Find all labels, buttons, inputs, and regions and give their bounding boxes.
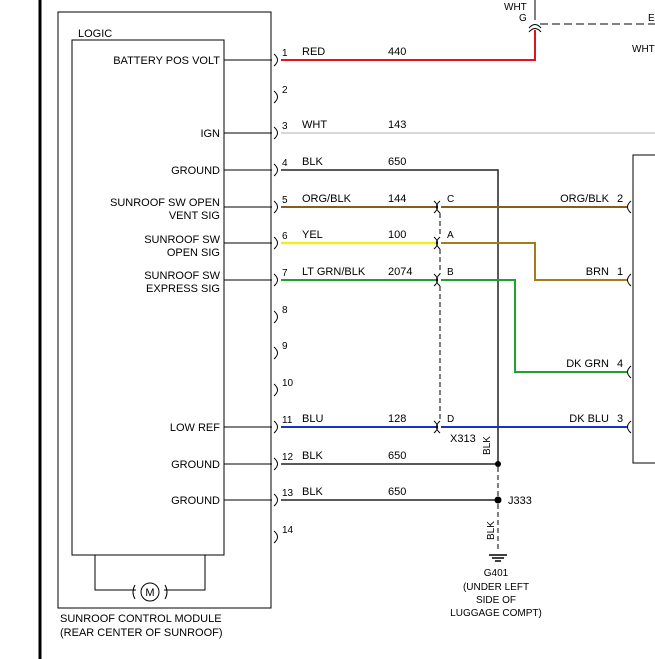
sunroof-switch-outline xyxy=(632,154,655,464)
wire7-circuit: 2074 xyxy=(388,266,412,278)
pin-label-leads xyxy=(224,59,272,501)
wire6-circuit: 100 xyxy=(388,229,406,241)
wire13-circuit: 650 xyxy=(388,486,406,498)
pin5-label: SUNROOF SW OPEN xyxy=(110,197,220,209)
pin5-label-line2: VENT SIG xyxy=(169,210,220,222)
pin7-label-line2: EXPRESS SIG xyxy=(146,283,220,295)
pin-number-2: 2 xyxy=(282,85,288,96)
wire6-color: YEL xyxy=(302,229,323,241)
splice-j333 xyxy=(494,496,502,504)
ground-location-line2: SIDE OF xyxy=(476,595,516,606)
ground-wire-label: BLK xyxy=(486,521,497,540)
module-connector-terminals xyxy=(273,53,278,544)
wire5-color: ORG/BLK xyxy=(302,193,352,205)
x313-cavity-b: B xyxy=(447,267,454,278)
module-title: SUNROOF CONTROL MODULE xyxy=(60,613,222,625)
switch-wire-brn-label: BRN xyxy=(586,266,609,278)
pin12-label: GROUND xyxy=(171,459,220,471)
splice-dot-pin12 xyxy=(495,461,501,467)
pin-number-3: 3 xyxy=(282,121,288,132)
pin-number-13: 13 xyxy=(282,488,294,499)
switch-pin-3: 3 xyxy=(617,413,623,425)
top-right-cut-label: E xyxy=(648,13,655,24)
wire4-color: BLK xyxy=(302,156,323,168)
pin6-label-line2: OPEN SIG xyxy=(167,247,220,259)
wire12-color: BLK xyxy=(302,450,323,462)
wire3-circuit: 143 xyxy=(388,119,406,131)
switch-wire-dkgrn xyxy=(441,279,627,373)
pin-number-6: 6 xyxy=(282,231,288,242)
wire1-circuit: 440 xyxy=(388,46,406,58)
x313-cavity-c: C xyxy=(447,194,454,205)
pin6-label: SUNROOF SW xyxy=(144,234,220,246)
wire4-circuit: 650 xyxy=(388,156,406,168)
logic-box xyxy=(71,39,225,556)
top-terminal-g: G xyxy=(519,13,527,24)
ground-g401-label: G401 xyxy=(484,568,509,579)
pin4-label: GROUND xyxy=(171,165,220,177)
pin-number-1: 1 xyxy=(282,48,288,59)
switch-pin-4: 4 xyxy=(617,358,623,370)
module-location: (REAR CENTER OF SUNROOF) xyxy=(60,627,223,639)
sunroof-motor: M xyxy=(94,555,206,602)
wire-pin4-blk xyxy=(281,169,499,464)
pin11-label: LOW REF xyxy=(170,422,220,434)
motor-symbol: M xyxy=(145,587,154,599)
ground-icon xyxy=(489,554,507,562)
switch-wire-dkgrn-label: DK GRN xyxy=(566,358,609,370)
wire11-color: BLU xyxy=(302,413,323,425)
wire11-circuit: 128 xyxy=(388,413,406,425)
switch-connector-terminals xyxy=(627,200,632,434)
x313-cavity-d: D xyxy=(447,414,454,425)
connector-x313 xyxy=(433,200,441,434)
module-outline xyxy=(57,11,272,609)
pin3-label: IGN xyxy=(200,128,220,140)
wire1-color: RED xyxy=(302,46,325,58)
top-right-wht-label: WHT xyxy=(632,44,655,55)
pin-number-8: 8 xyxy=(282,305,288,316)
wire7-color: LT GRN/BLK xyxy=(302,266,366,278)
ground-location-line1: (UNDER LEFT xyxy=(463,582,529,593)
wire3-color: WHT xyxy=(302,119,327,131)
pin-number-12: 12 xyxy=(282,452,294,463)
wire5-circuit: 144 xyxy=(388,193,406,205)
switch-wire-brn xyxy=(441,242,627,281)
top-terminal-icon xyxy=(528,24,542,33)
pin-number-10: 10 xyxy=(282,378,294,389)
x313-drop-wire-label: BLK xyxy=(482,436,493,455)
wire12-circuit: 650 xyxy=(388,450,406,462)
top-wire-label: WHT xyxy=(504,2,527,13)
pin-number-7: 7 xyxy=(282,268,288,279)
pin-number-4: 4 xyxy=(282,158,288,169)
switch-wire-dkblu-label: DK BLU xyxy=(569,413,609,425)
pin1-label: BATTERY POS VOLT xyxy=(113,55,220,67)
pin-number-14: 14 xyxy=(282,525,294,536)
switch-wire-orgblk-label: ORG/BLK xyxy=(560,193,610,205)
x313-label: X313 xyxy=(450,433,476,445)
switch-pin-1: 1 xyxy=(617,266,623,278)
pin-number-11: 11 xyxy=(282,415,293,426)
pin7-label: SUNROOF SW xyxy=(144,270,220,282)
pin13-label: GROUND xyxy=(171,495,220,507)
logic-label: LOGIC xyxy=(78,28,112,40)
switch-pin-2: 2 xyxy=(617,193,623,205)
j333-label: J333 xyxy=(508,495,532,507)
ground-location-line3: LUGGAGE COMPT) xyxy=(450,608,542,619)
motor-icon xyxy=(140,582,160,602)
wire-pin1-red xyxy=(281,30,536,61)
x313-cavity-a: A xyxy=(447,230,454,241)
pin-number-9: 9 xyxy=(282,341,288,352)
pin-number-5: 5 xyxy=(282,195,288,206)
wire13-color: BLK xyxy=(302,486,323,498)
